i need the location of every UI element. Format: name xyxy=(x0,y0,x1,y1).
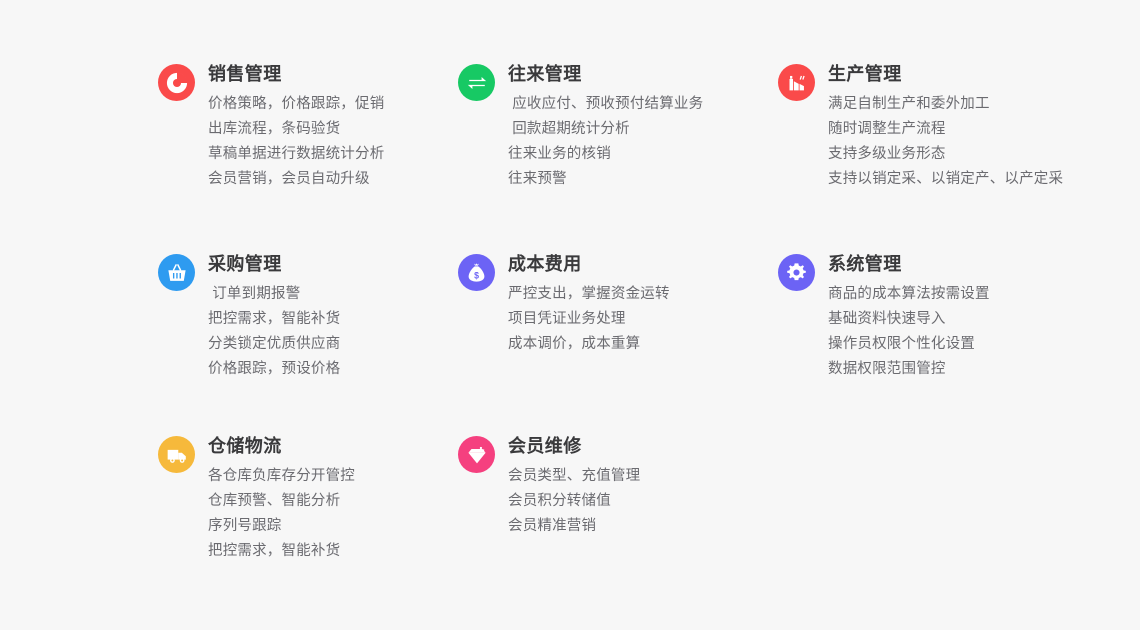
card-feature-line: 商品的成本算法按需设置 xyxy=(828,286,990,302)
money-bag-icon: $ xyxy=(458,254,495,291)
card-feature-list: 满足自制生产和委外加工随时调整生产流程支持多级业务形态支持以销定采、以销定产、以… xyxy=(828,92,1140,192)
factory-icon xyxy=(778,64,815,101)
diamond-gem-icon xyxy=(458,436,495,473)
exchange-arrows-icon xyxy=(458,64,495,101)
card-feature-line: 支持以销定采、以销定产、以产定采 xyxy=(828,171,1064,187)
card-text-block: 生产管理满足自制生产和委外加工随时调整生产流程支持多级业务形态支持以销定采、以销… xyxy=(828,62,1140,192)
card-feature-line: 各仓库负库存分开管控 xyxy=(208,468,355,484)
svg-text:$: $ xyxy=(474,271,479,281)
card-feature-list: 应收应付、预收预付结算业务 回款超期统计分析往来业务的核销往来预警 xyxy=(508,92,808,192)
card-feature-line: 把控需求，智能补货 xyxy=(208,543,341,559)
card-feature-line: 会员类型、充值管理 xyxy=(508,468,641,484)
card-feature-line: 满足自制生产和委外加工 xyxy=(828,96,990,112)
card-feature-line: 严控支出，掌握资金运转 xyxy=(508,286,670,302)
card-text-block: 采购管理 订单到期报警把控需求，智能补货分类锁定优质供应商价格跟踪，预设价格 xyxy=(208,252,508,382)
card-text-block: 往来管理 应收应付、预收预付结算业务 回款超期统计分析往来业务的核销往来预警 xyxy=(508,62,808,192)
card-feature-line: 数据权限范围管控 xyxy=(828,361,946,377)
card-feature-line: 随时调整生产流程 xyxy=(828,121,946,137)
card-text-block: 系统管理商品的成本算法按需设置基础资料快速导入操作员权限个性化设置数据权限范围管… xyxy=(828,252,1140,382)
delivery-truck-icon xyxy=(158,436,195,473)
card-feature-line: 草稿单据进行数据统计分析 xyxy=(208,146,385,162)
card-title: 成本费用 xyxy=(508,254,582,274)
card-feature-line: 基础资料快速导入 xyxy=(828,311,946,327)
pie-chart-icon xyxy=(158,64,195,101)
card-title: 生产管理 xyxy=(828,64,902,84)
card-title: 采购管理 xyxy=(208,254,282,274)
card-title: 销售管理 xyxy=(208,64,282,84)
card-feature-line: 会员营销，会员自动升级 xyxy=(208,171,370,187)
card-title: 系统管理 xyxy=(828,254,902,274)
card-title: 会员维修 xyxy=(508,436,582,456)
card-feature-line: 会员积分转储值 xyxy=(508,493,611,509)
card-feature-line: 会员精准营销 xyxy=(508,518,597,534)
shopping-basket-icon xyxy=(158,254,195,291)
card-text-block: 仓储物流各仓库负库存分开管控仓库预警、智能分析序列号跟踪把控需求，智能补货 xyxy=(208,434,508,564)
card-feature-line: 出库流程，条码验货 xyxy=(208,121,341,137)
card-feature-line: 把控需求，智能补货 xyxy=(208,311,341,327)
card-text-block: 成本费用严控支出，掌握资金运转项目凭证业务处理成本调价，成本重算 xyxy=(508,252,808,357)
card-feature-line: 仓库预警、智能分析 xyxy=(208,493,341,509)
card-feature-list: 会员类型、充值管理会员积分转储值会员精准营销 xyxy=(508,464,808,539)
card-feature-list: 商品的成本算法按需设置基础资料快速导入操作员权限个性化设置数据权限范围管控 xyxy=(828,282,1140,382)
card-feature-line: 应收应付、预收预付结算业务 xyxy=(508,96,704,112)
card-title: 仓储物流 xyxy=(208,436,282,456)
card-feature-list: 严控支出，掌握资金运转项目凭证业务处理成本调价，成本重算 xyxy=(508,282,808,357)
feature-card-system-management[interactable]: 系统管理商品的成本算法按需设置基础资料快速导入操作员权限个性化设置数据权限范围管… xyxy=(778,252,1140,382)
card-feature-line: 价格跟踪，预设价格 xyxy=(208,361,341,377)
feature-card-cost-expense[interactable]: $ 成本费用严控支出，掌握资金运转项目凭证业务处理成本调价，成本重算 xyxy=(458,252,808,357)
card-feature-line: 项目凭证业务处理 xyxy=(508,311,626,327)
card-feature-line: 往来业务的核销 xyxy=(508,146,611,162)
feature-card-warehouse-logistics[interactable]: 仓储物流各仓库负库存分开管控仓库预警、智能分析序列号跟踪把控需求，智能补货 xyxy=(158,434,508,564)
gear-icon xyxy=(778,254,815,291)
feature-card-production-management[interactable]: 生产管理满足自制生产和委外加工随时调整生产流程支持多级业务形态支持以销定采、以销… xyxy=(778,62,1140,192)
card-feature-list: 订单到期报警把控需求，智能补货分类锁定优质供应商价格跟踪，预设价格 xyxy=(208,282,508,382)
feature-card-member-maintenance[interactable]: 会员维修会员类型、充值管理会员积分转储值会员精准营销 xyxy=(458,434,808,539)
card-feature-line: 序列号跟踪 xyxy=(208,518,282,534)
card-text-block: 销售管理价格策略，价格跟踪，促销出库流程，条码验货草稿单据进行数据统计分析会员营… xyxy=(208,62,508,192)
feature-card-transaction-management[interactable]: 往来管理 应收应付、预收预付结算业务 回款超期统计分析往来业务的核销往来预警 xyxy=(458,62,808,192)
card-feature-line: 往来预警 xyxy=(508,171,567,187)
card-feature-line: 支持多级业务形态 xyxy=(828,146,946,162)
feature-card-sales-management[interactable]: 销售管理价格策略，价格跟踪，促销出库流程，条码验货草稿单据进行数据统计分析会员营… xyxy=(158,62,508,192)
card-feature-line: 订单到期报警 xyxy=(208,286,301,302)
card-title: 往来管理 xyxy=(508,64,582,84)
card-feature-list: 价格策略，价格跟踪，促销出库流程，条码验货草稿单据进行数据统计分析会员营销，会员… xyxy=(208,92,508,192)
card-feature-line: 分类锁定优质供应商 xyxy=(208,336,341,352)
feature-card-purchase-management[interactable]: 采购管理 订单到期报警把控需求，智能补货分类锁定优质供应商价格跟踪，预设价格 xyxy=(158,252,508,382)
card-feature-line: 价格策略，价格跟踪，促销 xyxy=(208,96,385,112)
card-feature-list: 各仓库负库存分开管控仓库预警、智能分析序列号跟踪把控需求，智能补货 xyxy=(208,464,508,564)
card-feature-line: 回款超期统计分析 xyxy=(508,121,630,137)
card-feature-line: 操作员权限个性化设置 xyxy=(828,336,975,352)
card-feature-line: 成本调价，成本重算 xyxy=(508,336,641,352)
card-text-block: 会员维修会员类型、充值管理会员积分转储值会员精准营销 xyxy=(508,434,808,539)
